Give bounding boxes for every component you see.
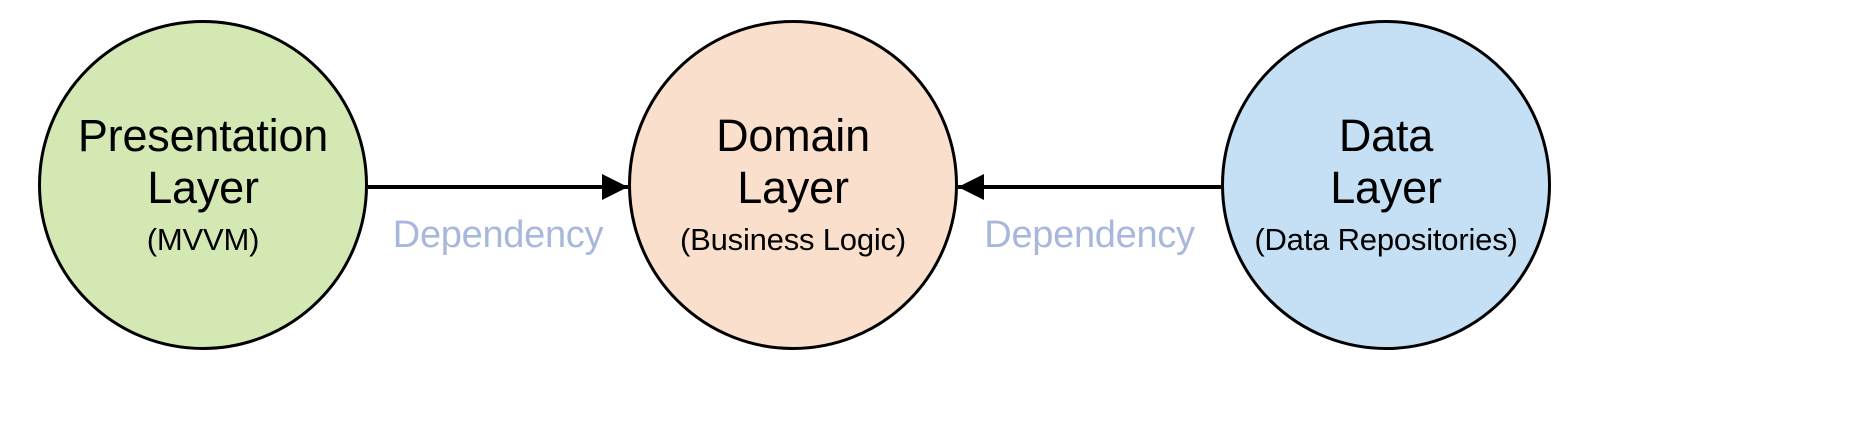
node-domain-layer[interactable]: Domain Layer (Business Logic) [628, 20, 958, 350]
edge-data-to-domain-arrowhead-icon [958, 174, 984, 200]
node-domain-layer-title: Domain Layer [716, 110, 870, 213]
node-data-layer-subtitle: (Data Repositories) [1254, 222, 1518, 257]
edge-data-to-domain-line [958, 185, 1221, 189]
node-data-layer[interactable]: Data Layer (Data Repositories) [1221, 20, 1551, 350]
node-domain-layer-subtitle: (Business Logic) [680, 222, 906, 257]
edge-presentation-to-domain-label: Dependency [392, 214, 604, 256]
edge-presentation-to-domain-arrowhead-icon [602, 174, 628, 200]
node-presentation-layer-subtitle: (MVVM) [146, 222, 260, 257]
node-presentation-layer-title: Presentation Layer [77, 110, 329, 213]
edge-data-to-domain-label: Dependency [984, 214, 1195, 256]
edge-presentation-to-domain-line [368, 185, 628, 189]
node-data-layer-title: Data Layer [1330, 110, 1442, 213]
node-presentation-layer[interactable]: Presentation Layer (MVVM) [38, 20, 368, 350]
